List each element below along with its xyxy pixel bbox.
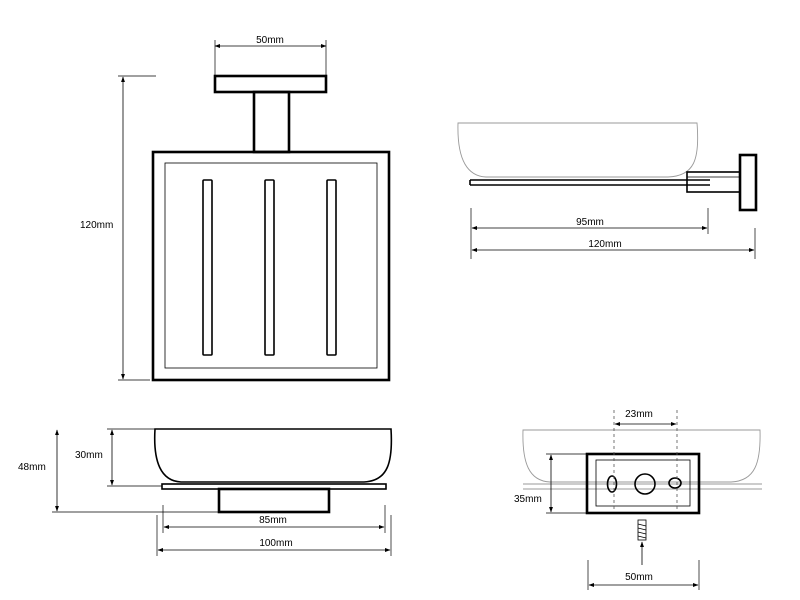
side-inner-label: 95mm	[576, 217, 604, 228]
front-view: 50mm 120mm	[80, 35, 391, 382]
bottom-overall-height-label: 48mm	[18, 462, 46, 473]
front-slot-3	[326, 179, 337, 356]
bottom-mount	[217, 487, 331, 514]
back-center-hole	[634, 473, 656, 495]
side-dish-outline	[457, 122, 699, 178]
side-overall-label: 120mm	[588, 239, 621, 250]
side-view: 95mm 120mm	[457, 122, 758, 259]
bottom-overall-label: 100mm	[259, 538, 292, 549]
back-dish-outline	[522, 429, 761, 483]
side-wall-plate	[738, 153, 758, 212]
front-arm	[252, 90, 291, 154]
front-slot-1	[202, 179, 213, 356]
back-height-label: 35mm	[514, 494, 542, 505]
bottom-view: 30mm 48mm 85mm 100mm	[18, 428, 393, 556]
back-mounting-hole-right	[668, 477, 682, 489]
back-mounting-hole-left	[606, 475, 618, 493]
front-slot-2	[264, 179, 275, 356]
front-width-label: 50mm	[256, 35, 284, 46]
back-plate-inner	[595, 459, 691, 507]
side-arm	[686, 171, 741, 193]
back-spacing-label: 23mm	[625, 409, 653, 420]
back-view: 23mm 35mm 50mm	[514, 409, 762, 590]
front-holder-outer	[151, 150, 391, 382]
front-height-label: 120mm	[80, 220, 113, 231]
back-width-label: 50mm	[625, 572, 653, 583]
front-holder-inner	[164, 162, 378, 369]
front-wall-plate	[213, 74, 328, 94]
bottom-depth-label: 30mm	[75, 450, 103, 461]
screw-icon	[637, 519, 647, 565]
bottom-dish-outline	[153, 428, 393, 483]
bottom-inner-label: 85mm	[259, 515, 287, 526]
back-wall-plate	[585, 452, 701, 515]
